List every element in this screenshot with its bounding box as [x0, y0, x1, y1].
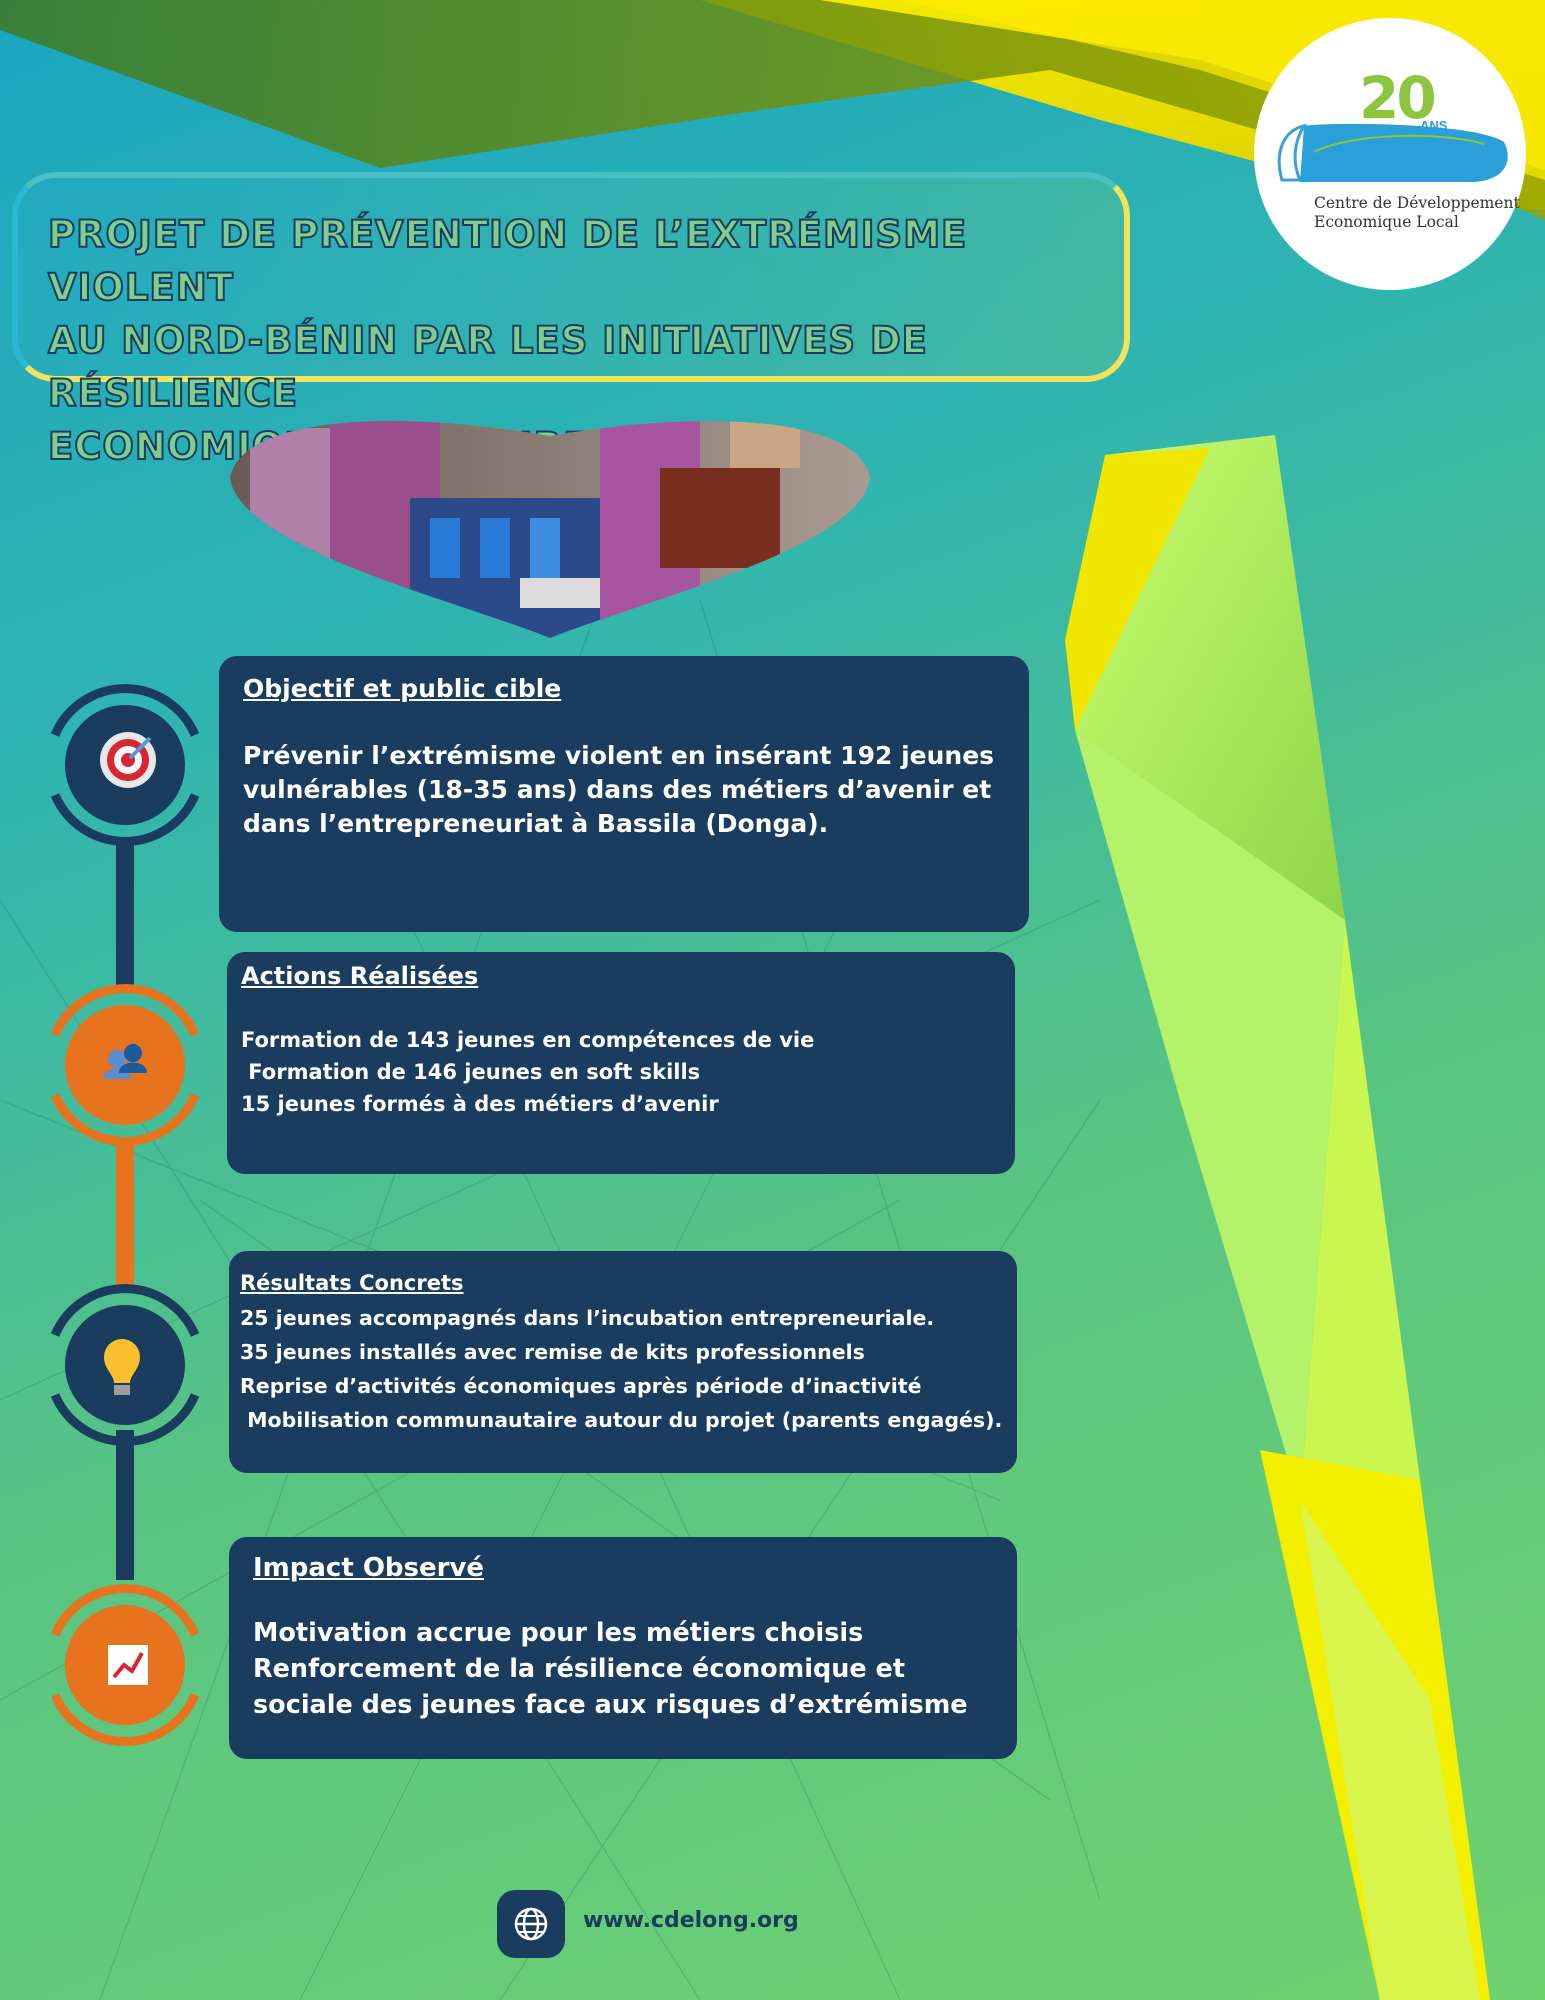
section-impact: Impact Observé Motivation accrue pour le…: [229, 1537, 1017, 1759]
section-heading: Objectif et public cible: [243, 674, 562, 703]
title-box: PROJET DE PRÉVENTION DE L’EXTRÉMISME VIO…: [12, 172, 1130, 469]
section-line: sociale des jeunes face aux risques d’ex…: [253, 1690, 968, 1720]
section-objectif: Objectif et public cible Prévenir l’extr…: [219, 656, 1029, 932]
section-body: Motivation accrue pour les métiers chois…: [253, 1615, 993, 1723]
section-line: 25 jeunes accompagnés dans l’incubation …: [240, 1306, 935, 1330]
title-line: AU NORD-BÉNIN PAR LES INITIATIVES DE RÉS…: [47, 318, 928, 416]
logo-subtitle-line: Centre de Développement: [1314, 194, 1520, 212]
section-line: Motivation accrue pour les métiers chois…: [253, 1618, 864, 1648]
logo-subtitle-line: Economique Local: [1314, 213, 1459, 231]
section-resultats: Résultats Concrets 25 jeunes accompagnés…: [229, 1251, 1017, 1473]
timeline: [50, 684, 200, 1746]
section-heading: Impact Observé: [253, 1553, 485, 1583]
project-photo: [230, 421, 870, 638]
section-body: Formation de 143 jeunes en compétences d…: [241, 1024, 1001, 1120]
target-icon: [100, 732, 156, 788]
section-heading: Actions Réalisées: [241, 962, 479, 990]
section-line: dans l’entrepreneuriat à Bassila (Donga)…: [243, 809, 829, 838]
section-line: Renforcement de la résilience économique…: [253, 1654, 906, 1684]
section-heading: Résultats Concrets: [240, 1271, 464, 1295]
logo-brand-mark: [1277, 123, 1508, 182]
section-line: Prévenir l’extrémisme violent en inséran…: [243, 741, 995, 770]
logo-subtitle: Centre de Développement Economique Local: [1314, 194, 1520, 232]
title-line: PROJET DE PRÉVENTION DE L’EXTRÉMISME VIO…: [47, 212, 968, 310]
lightbulb-icon: [104, 1339, 140, 1395]
section-line: Reprise d’activités économiques après pé…: [240, 1374, 922, 1398]
logo-years: 20: [1359, 64, 1437, 132]
website-link[interactable]: www.cdelong.org: [583, 1908, 799, 1933]
section-line: 35 jeunes installés avec remise de kits …: [240, 1340, 865, 1364]
chart-icon: [108, 1645, 148, 1685]
section-line: Formation de 146 jeunes en soft skills: [241, 1060, 701, 1084]
section-line: 15 jeunes formés à des métiers d’avenir: [241, 1092, 719, 1116]
section-line: vulnérables (18-35 ans) dans des métiers…: [243, 775, 992, 804]
people-icon: [103, 1044, 147, 1079]
section-body: Prévenir l’extrémisme violent en inséran…: [243, 739, 1005, 841]
section-actions: Actions Réalisées Formation de 143 jeune…: [227, 952, 1015, 1174]
section-line: Mobilisation communautaire autour du pro…: [240, 1408, 1003, 1432]
section-body: 25 jeunes accompagnés dans l’incubation …: [240, 1301, 1006, 1437]
globe-icon: [497, 1890, 565, 1958]
section-line: Formation de 143 jeunes en compétences d…: [241, 1028, 815, 1052]
cdel-logo: 20 ANS Centre de Développement Economiqu…: [1254, 18, 1526, 290]
